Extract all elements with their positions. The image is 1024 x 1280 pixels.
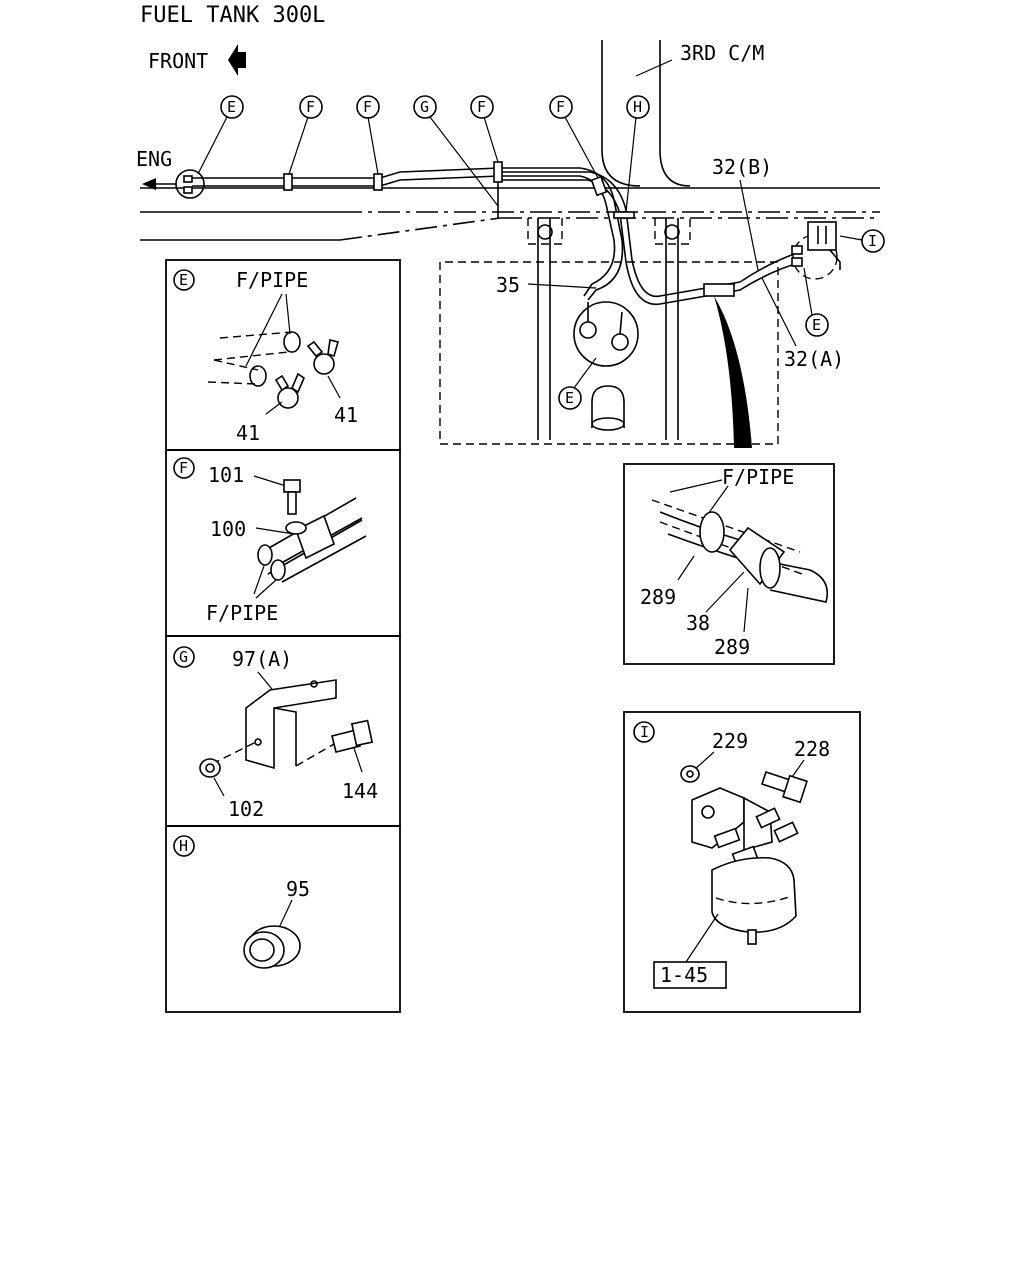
eng-label: ENG bbox=[136, 147, 172, 171]
detail-h-grommet-label: 95 bbox=[286, 877, 310, 901]
part-label-32b: 32(B) bbox=[712, 155, 772, 179]
detail-panel-f bbox=[165, 449, 401, 637]
detail-g-bolt bbox=[331, 719, 374, 753]
diagram-title: FUEL TANK 300L bbox=[140, 3, 325, 28]
detail-f-bolt-label: 101 bbox=[208, 463, 244, 487]
detail-panel-h bbox=[165, 825, 401, 1013]
detail-e-part-2: 41 bbox=[334, 403, 358, 427]
detail-i-bolt-label: 228 bbox=[794, 737, 830, 761]
detail-e-pipe-label: F/PIPE bbox=[236, 268, 308, 292]
part-label-32a: 32(A) bbox=[784, 347, 844, 371]
detail-i-nut bbox=[680, 765, 700, 783]
callout-g-1: G bbox=[420, 98, 429, 116]
detail-g-bracket bbox=[245, 679, 337, 770]
part-label-35: 35 bbox=[496, 273, 520, 297]
detail-e-wing-nuts bbox=[274, 339, 339, 409]
detail-i-letter: I bbox=[640, 723, 649, 741]
main-callouts bbox=[197, 95, 650, 213]
clamp-sleeve bbox=[699, 511, 786, 589]
clamp-a-label: 289 bbox=[640, 585, 676, 609]
front-label: FRONT bbox=[148, 49, 208, 73]
callout-h-1: H bbox=[633, 98, 642, 116]
detail-h-grommet bbox=[243, 925, 301, 969]
filter-connection bbox=[791, 221, 863, 280]
detail-e-part-1: 41 bbox=[236, 421, 260, 445]
detail-g-nut-label: 102 bbox=[228, 797, 264, 821]
detail-e-pipes bbox=[207, 331, 301, 387]
callout-f-3: F bbox=[477, 98, 486, 116]
clamp-sleeve-label: 38 bbox=[686, 611, 710, 635]
third-crossmember bbox=[601, 40, 691, 187]
detail-i-nut-label: 229 bbox=[712, 729, 748, 753]
detail-i-fuel-filter bbox=[691, 787, 799, 945]
fuel-tank-outline bbox=[439, 218, 779, 445]
detail-g-letter: G bbox=[179, 648, 188, 666]
callout-f-4: F bbox=[556, 98, 565, 116]
crossmember-label: 3RD C/M bbox=[680, 41, 764, 65]
engine-connector-circle bbox=[175, 169, 205, 199]
detail-h-letter: H bbox=[179, 837, 188, 855]
detail-f-clip-label: 100 bbox=[210, 517, 246, 541]
detail-g-bracket-label: 97(A) bbox=[232, 647, 292, 671]
detail-panel-i bbox=[623, 711, 861, 1013]
callout-i-main: I bbox=[868, 232, 877, 250]
clamp-b-label: 289 bbox=[714, 635, 750, 659]
detail-f-bolt bbox=[283, 479, 301, 515]
callout-e-right: E bbox=[812, 316, 821, 334]
detail-e-letter: E bbox=[179, 271, 188, 289]
detail-pointer-arrow bbox=[714, 296, 752, 448]
detail-f-pipe-label: F/PIPE bbox=[206, 601, 278, 625]
callout-e-1: E bbox=[227, 98, 236, 116]
detail-i-filter-ref: 1-45 bbox=[660, 963, 708, 987]
detail-f-clip-and-pipes bbox=[257, 497, 367, 583]
pipe-clips bbox=[283, 161, 735, 297]
callout-f-1: F bbox=[306, 98, 315, 116]
front-arrow-icon bbox=[228, 44, 246, 76]
detail-i-bolt bbox=[760, 770, 808, 804]
detail-g-nut bbox=[199, 758, 221, 778]
detail-i-filter-ref-box bbox=[653, 961, 727, 989]
detail-panel-clamp bbox=[623, 463, 835, 665]
clamp-pipe-label: F/PIPE bbox=[722, 465, 794, 489]
detail-f-letter: F bbox=[179, 459, 188, 477]
callout-e-tank: E bbox=[565, 389, 574, 407]
detail-g-bolt-label: 144 bbox=[342, 779, 378, 803]
frame-rail bbox=[140, 187, 880, 241]
eng-arrow-icon bbox=[142, 178, 156, 190]
callout-f-2: F bbox=[363, 98, 372, 116]
